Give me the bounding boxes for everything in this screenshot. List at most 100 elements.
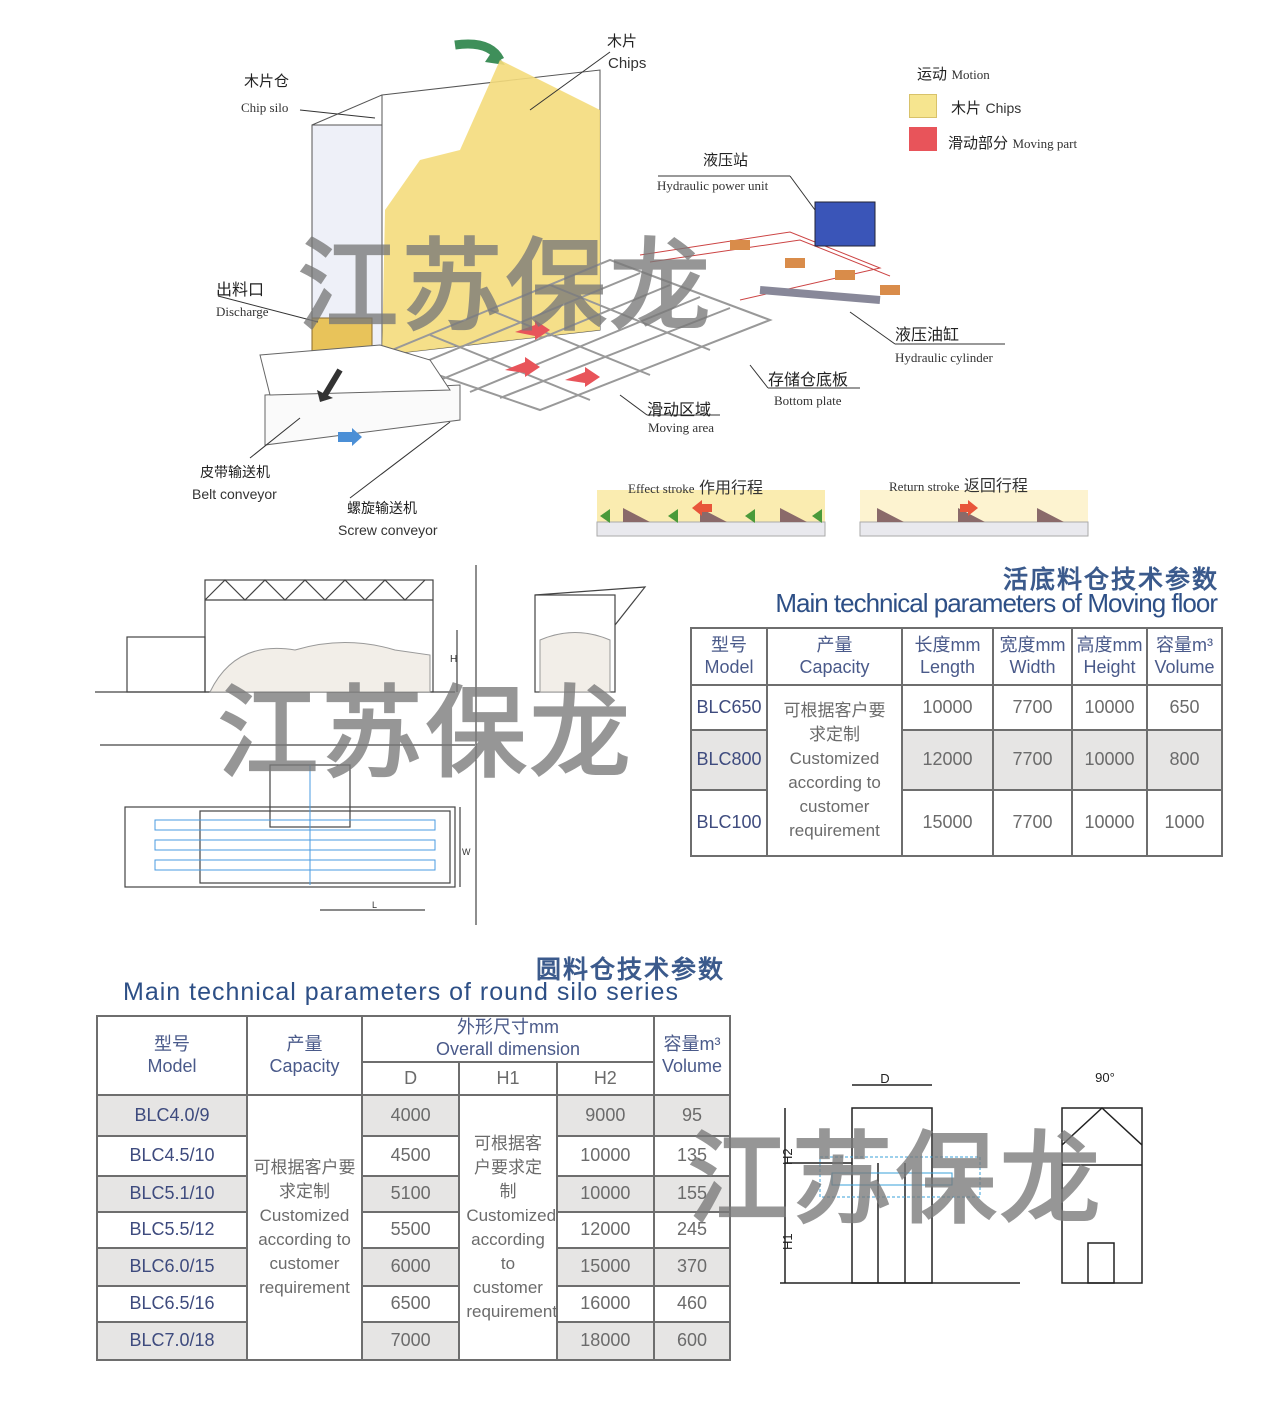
model-cell: BLC6.0/15 [96,1247,248,1287]
chips-label-en: Chips [608,55,647,72]
diameter-dim-label: D [880,1071,889,1086]
legend-moving-part-en: Moving part [1012,136,1078,151]
h2-cell-text: 9000 [585,1104,626,1125]
legend-chips-cn: 木片 [951,100,982,117]
volume-cell: 370 [653,1247,731,1287]
hydraulic-unit-label-cn: 液压站 [703,152,749,169]
chip-silo-label-en: Chip silo [241,100,289,115]
length-cell: 12000 [901,729,994,791]
width-cell-text: 7700 [1012,749,1053,770]
header-capacity-text: 产量 [286,1033,323,1054]
header-capacity-text: 产量 [816,634,853,655]
hydraulic-unit-label-en: Hydraulic power unit [657,178,769,193]
header-length-text: 长度mm [914,634,981,655]
hydraulic-cylinder-label-cn: 液压油缸 [895,327,960,344]
header-model-text: Model [147,1055,197,1076]
volume-cell-text: 460 [676,1293,708,1314]
hydraulic-cylinder-label-en: Hydraulic cylinder [895,350,993,365]
h2-cell: 10000 [555,1135,656,1177]
header-height-text: Height [1083,656,1136,677]
moving-floor-title-cn: 活底料仓技术参数 [1002,566,1219,594]
model-cell: BLC4.0/9 [96,1094,248,1137]
legend-title-cn: 运动 [917,66,948,83]
h1-dim-label: H1 [780,1233,795,1250]
volume-cell-text: 370 [676,1256,708,1277]
bottom-plate-label-cn: 存储仓底板 [768,372,849,389]
watermark-top: 江苏保龙 [298,228,714,345]
height-cell: 10000 [1071,684,1148,731]
round-silo-technical-drawing: D H2 H1 90° [780,1070,1143,1284]
moving-area-label-cn: 滑动区域 [647,402,712,419]
model-cell: BLC650 [690,684,768,731]
h2-cell-text: 10000 [580,1183,631,1204]
d-cell: 4000 [360,1094,461,1137]
watermark-bottom: 江苏保龙 [688,1121,1104,1238]
screw-conveyor-label-en: Screw conveyor [338,522,438,538]
volume-cell-text: 600 [676,1330,708,1351]
h2-cell: 9000 [555,1094,656,1137]
length-cell: 15000 [901,789,994,857]
header-model-text: 型号 [711,634,747,655]
height-cell-text: 10000 [1084,812,1135,833]
volume-cell: 800 [1146,729,1223,791]
header-width-text: Width [1009,656,1056,677]
volume-cell: 600 [653,1321,731,1361]
volume-cell: 135 [653,1135,731,1177]
header-volume-text: Volume [661,1055,723,1076]
legend-item-chips: 木片 Chips [951,97,1021,118]
belt-conveyor-label-cn: 皮带输送机 [200,464,270,480]
volume-cell: 460 [653,1285,731,1323]
watermark-middle: 江苏保龙 [218,675,634,792]
header-model-text: Model [704,656,754,677]
width-dim-label: W [462,847,471,857]
h2-cell: 16000 [555,1285,656,1323]
h2-cell: 12000 [555,1211,656,1249]
volume-cell: 245 [653,1211,731,1249]
model-cell-text: BLC800 [696,749,762,770]
round-silo-title-cn: 圆料仓技术参数 [536,956,726,984]
legend-swatch-chips [909,94,937,118]
length-cell-text: 12000 [922,749,973,770]
chip-silo-label-cn: 木片仓 [244,73,290,90]
capacity-note-text: 可根据客户要求定制 [253,1157,356,1201]
model-cell-text: BLC4.5/10 [129,1145,215,1166]
d-cell: 7000 [360,1321,461,1361]
header-d-text: D [404,1067,418,1088]
d-cell-text: 6500 [390,1293,431,1314]
volume-cell-text: 155 [676,1183,708,1204]
effect-stroke-en: Effect stroke [628,481,695,496]
width-cell: 7700 [992,684,1073,731]
legend-chips-en: Chips [985,100,1022,116]
height-cell-text: 10000 [1084,696,1135,717]
header-h1-text: H1 [496,1067,520,1088]
d-cell-text: 5500 [390,1219,431,1240]
header-model-text: 型号 [154,1033,190,1054]
volume-cell-text: 800 [1169,749,1200,770]
volume-cell: 650 [1146,684,1223,731]
model-cell: BLC800 [690,729,768,791]
model-cell: BLC100 [690,789,768,857]
h2-cell: 10000 [555,1175,656,1213]
h2-cell-text: 15000 [580,1256,631,1277]
model-cell: BLC5.5/12 [96,1211,248,1249]
round-silo-title-en: Main technical parameters of round silo … [123,978,679,1006]
moving-floor-title-en: Main technical parameters of Moving floo… [775,588,1218,618]
discharge-label-cn: 出料口 [216,282,265,299]
capacity-note-text: Customized according to customer require… [258,1205,351,1297]
length-cell-text: 10000 [922,696,973,717]
header-capacity-text: Capacity [799,656,870,677]
width-cell-text: 7700 [1012,696,1053,717]
moving-part-arrows [505,320,600,387]
h2-cell-text: 16000 [580,1293,631,1314]
model-cell-text: BLC100 [696,812,762,833]
volume-cell: 95 [653,1094,731,1137]
volume-cell-text: 1000 [1164,812,1205,833]
header-width-text: 宽度mm [999,634,1066,655]
